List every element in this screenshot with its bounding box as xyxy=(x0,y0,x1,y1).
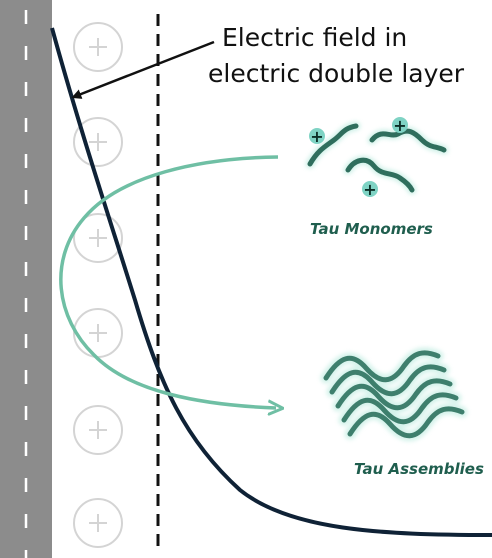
charge-bubble xyxy=(309,128,325,144)
positive-ion-icon xyxy=(73,213,123,263)
field-label-line2: electric double layer xyxy=(208,59,465,88)
positive-ion-icon xyxy=(73,308,123,358)
positive-ion-icon xyxy=(73,22,123,72)
positive-ion-icon xyxy=(73,498,123,548)
positive-ion-icon xyxy=(73,117,123,167)
field-curve xyxy=(50,27,492,537)
charge-bubble xyxy=(392,117,408,133)
tau-assemblies-label: Tau Assemblies xyxy=(354,460,484,478)
transition-arrow xyxy=(59,155,278,408)
positive-ions xyxy=(73,22,123,548)
charge-bubble xyxy=(362,181,378,197)
tau-assembly-icon xyxy=(320,347,468,442)
charge-plus: + xyxy=(363,180,376,199)
pointer-arrow xyxy=(71,40,215,99)
field-label-line1: Electric field in xyxy=(222,23,407,52)
positive-ion-icon xyxy=(73,405,123,455)
tau-monomer-icon: + + + xyxy=(305,116,449,199)
tau-monomers-label: Tau Monomers xyxy=(310,220,433,238)
charge-plus: + xyxy=(393,116,406,135)
charge-plus: + xyxy=(310,127,323,146)
